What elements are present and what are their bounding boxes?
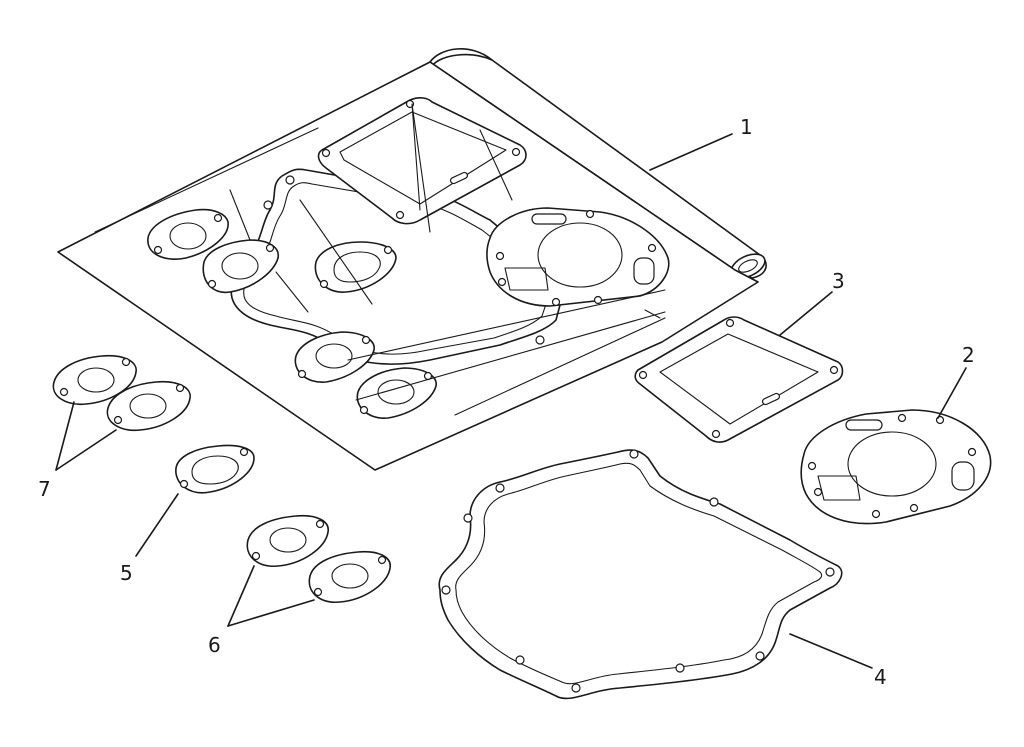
callout-2: 2	[962, 343, 975, 367]
callout-1: 1	[740, 115, 753, 139]
part-4-crankcase-gasket	[438, 449, 873, 700]
callout-6: 6	[208, 633, 221, 657]
callout-4: 4	[874, 665, 887, 689]
callout-3: 3	[832, 269, 845, 293]
gasket-set-sheet	[57, 48, 767, 471]
part-7-exhaust-gaskets	[52, 354, 191, 471]
callout-7: 7	[38, 477, 51, 501]
part-5-carburetor-gasket	[135, 444, 255, 557]
part-6-intake-gaskets	[227, 514, 391, 627]
part-3-valve-cover-gasket	[634, 291, 844, 443]
part-2-head-gasket	[800, 367, 992, 525]
callout-5: 5	[120, 561, 133, 585]
leader-part-1	[649, 133, 733, 171]
